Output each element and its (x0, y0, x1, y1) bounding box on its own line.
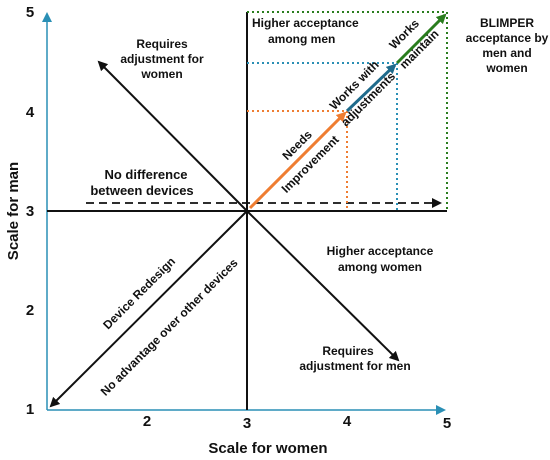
y-tick-5: 5 (26, 4, 34, 21)
label-no-difference-1: No difference (104, 167, 187, 182)
x-tick-2: 2 (143, 413, 151, 430)
x-tick-5: 5 (443, 415, 451, 432)
y-tick-3: 3 (26, 203, 34, 220)
label-higher-women-2: among women (338, 260, 422, 274)
label-requires-men-1: Requires (322, 344, 374, 358)
needs-improvement-arrow (248, 111, 347, 210)
x-axis-title: Scale for women (208, 440, 327, 457)
arrow-up-left (97, 60, 248, 212)
label-requires-women-1: Requires (136, 37, 188, 51)
label-no-advantage: No advantage over other devices (98, 256, 241, 399)
y-tick-1: 1 (26, 401, 34, 418)
label-blimper-3: men and (482, 46, 531, 60)
label-higher-women-1: Higher acceptance (327, 244, 434, 258)
arrow-down-right (246, 210, 400, 362)
label-requires-women-3: women (140, 67, 182, 81)
arrow-down-left (49, 210, 248, 408)
label-requires-women-2: adjustment for (120, 52, 204, 66)
x-tick-3: 3 (243, 415, 251, 432)
label-requires-men-2: adjustment for men (299, 359, 410, 373)
works-maintain-arrow (395, 13, 447, 65)
works-with-adjustments-arrow (345, 63, 397, 113)
y-tick-2: 2 (26, 302, 34, 319)
y-tick-4: 4 (26, 104, 35, 121)
label-blimper-2: acceptance by (466, 31, 549, 45)
label-blimper-1: BLIMPER (480, 16, 534, 30)
x-tick-4: 4 (343, 413, 352, 430)
y-axis-title: Scale for man (5, 162, 22, 260)
label-higher-men-1: Higher acceptance (252, 16, 359, 30)
label-higher-men-2: among men (268, 32, 335, 46)
green-dotted-box (247, 11, 448, 211)
label-no-difference-2: between devices (90, 183, 193, 198)
label-blimper-4: women (485, 61, 527, 75)
